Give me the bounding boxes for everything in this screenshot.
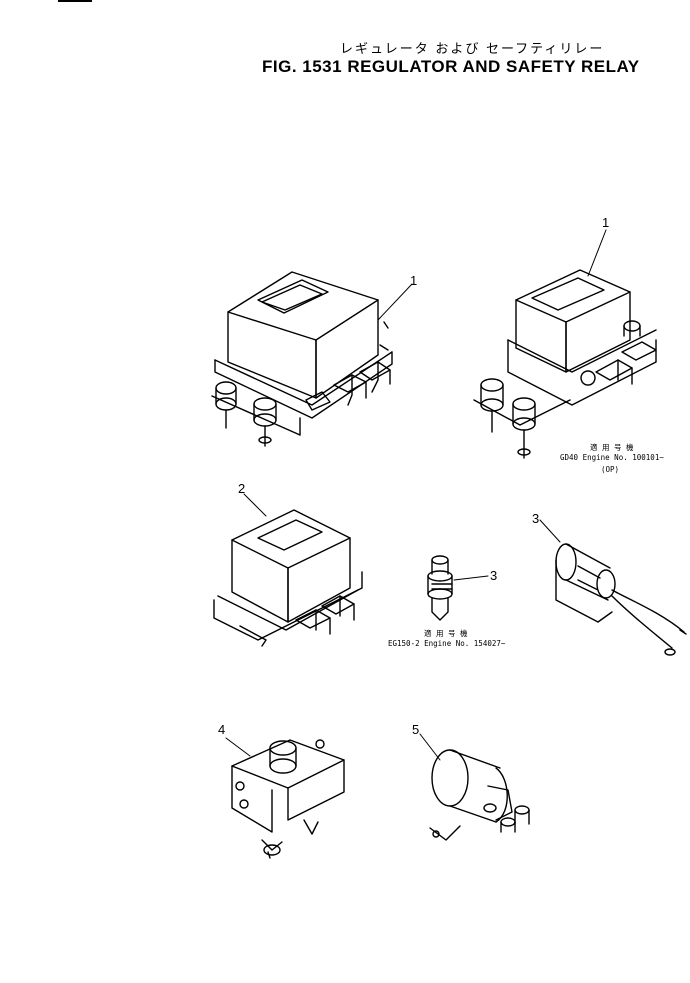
starter-relay-part bbox=[429, 749, 530, 841]
figure-title: FIG. 1531 REGULATOR AND SAFETY RELAY bbox=[262, 57, 640, 76]
relay-part bbox=[231, 739, 345, 859]
regulator-bottom bbox=[213, 509, 363, 647]
applicability-note-center-header: 適 用 号 機 bbox=[424, 629, 468, 638]
callout-3-center: 3 bbox=[490, 568, 498, 583]
applicability-note-option: (OP) bbox=[601, 465, 620, 474]
sensor-part bbox=[427, 555, 453, 621]
applicability-note-engine: GD40 Engine No. 100101~ bbox=[560, 453, 664, 462]
applicability-note-center-engine: EG150-2 Engine No. 154027~ bbox=[388, 639, 506, 648]
corner-mark bbox=[58, 0, 92, 2]
regulator-left bbox=[211, 271, 393, 447]
callout-1-right: 1 bbox=[602, 215, 610, 230]
solenoid-part bbox=[555, 543, 687, 656]
callout-5: 5 bbox=[412, 722, 420, 737]
figure-title-japanese: レギュレータ および セーフティリレー bbox=[340, 41, 605, 56]
callout-4: 4 bbox=[218, 722, 226, 737]
callout-3-right: 3 bbox=[532, 511, 540, 526]
applicability-note-header: 適 用 号 機 bbox=[590, 443, 634, 452]
callout-1-left: 1 bbox=[410, 273, 418, 288]
regulator-right bbox=[473, 269, 657, 459]
callout-2: 2 bbox=[238, 481, 246, 496]
leader-lines bbox=[225, 229, 607, 761]
